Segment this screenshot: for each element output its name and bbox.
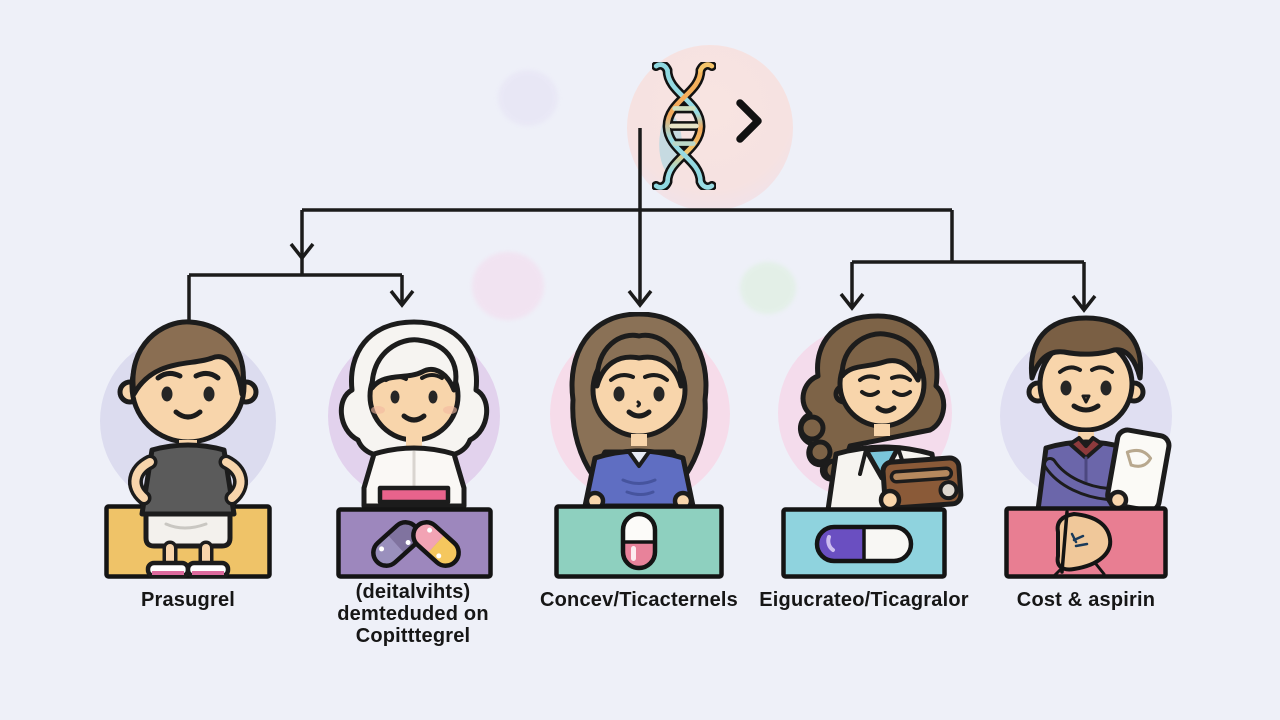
branch2-treatment-box — [336, 507, 493, 579]
branch4-treatment-box — [781, 507, 947, 579]
young-man-holding-tablet-illustration — [1026, 315, 1172, 512]
branch5-treatment-box — [1004, 506, 1168, 579]
purple-white-capsule-icon — [814, 524, 914, 564]
branch2-label-line3: Copitttegrel — [355, 625, 471, 647]
decorative-pink-blob — [472, 252, 544, 320]
coin-pouch-icon — [1052, 510, 1113, 578]
branch4-label: Eigucrateo/Ticagralor — [759, 589, 969, 611]
dna-helix-icon — [652, 62, 716, 190]
elderly-woman-illustration — [338, 319, 490, 509]
decorative-lavender-blob — [498, 70, 558, 126]
decorative-green-blob — [740, 262, 796, 314]
branch2-label-line1: (deitalvihts) — [355, 581, 471, 603]
pink-white-capsule-icon — [620, 511, 658, 571]
young-woman-blue-top-illustration — [569, 312, 709, 510]
branch5-label: Cost & aspirin — [1016, 589, 1156, 611]
branch3-treatment-box — [554, 504, 724, 579]
two-capsules-icon — [371, 520, 461, 568]
branch2-label: (deitalvihts) demteduded on Copitttegrel — [303, 581, 523, 647]
pharmacist-holding-wallet-illustration — [798, 313, 964, 512]
branch3-label: Concev/Ticacternels — [540, 589, 738, 611]
young-man-gray-tshirt-illustration — [117, 319, 259, 578]
branch1-label: Prasugrel — [140, 589, 236, 611]
branch2-label-line2: demteduded on — [337, 603, 489, 625]
